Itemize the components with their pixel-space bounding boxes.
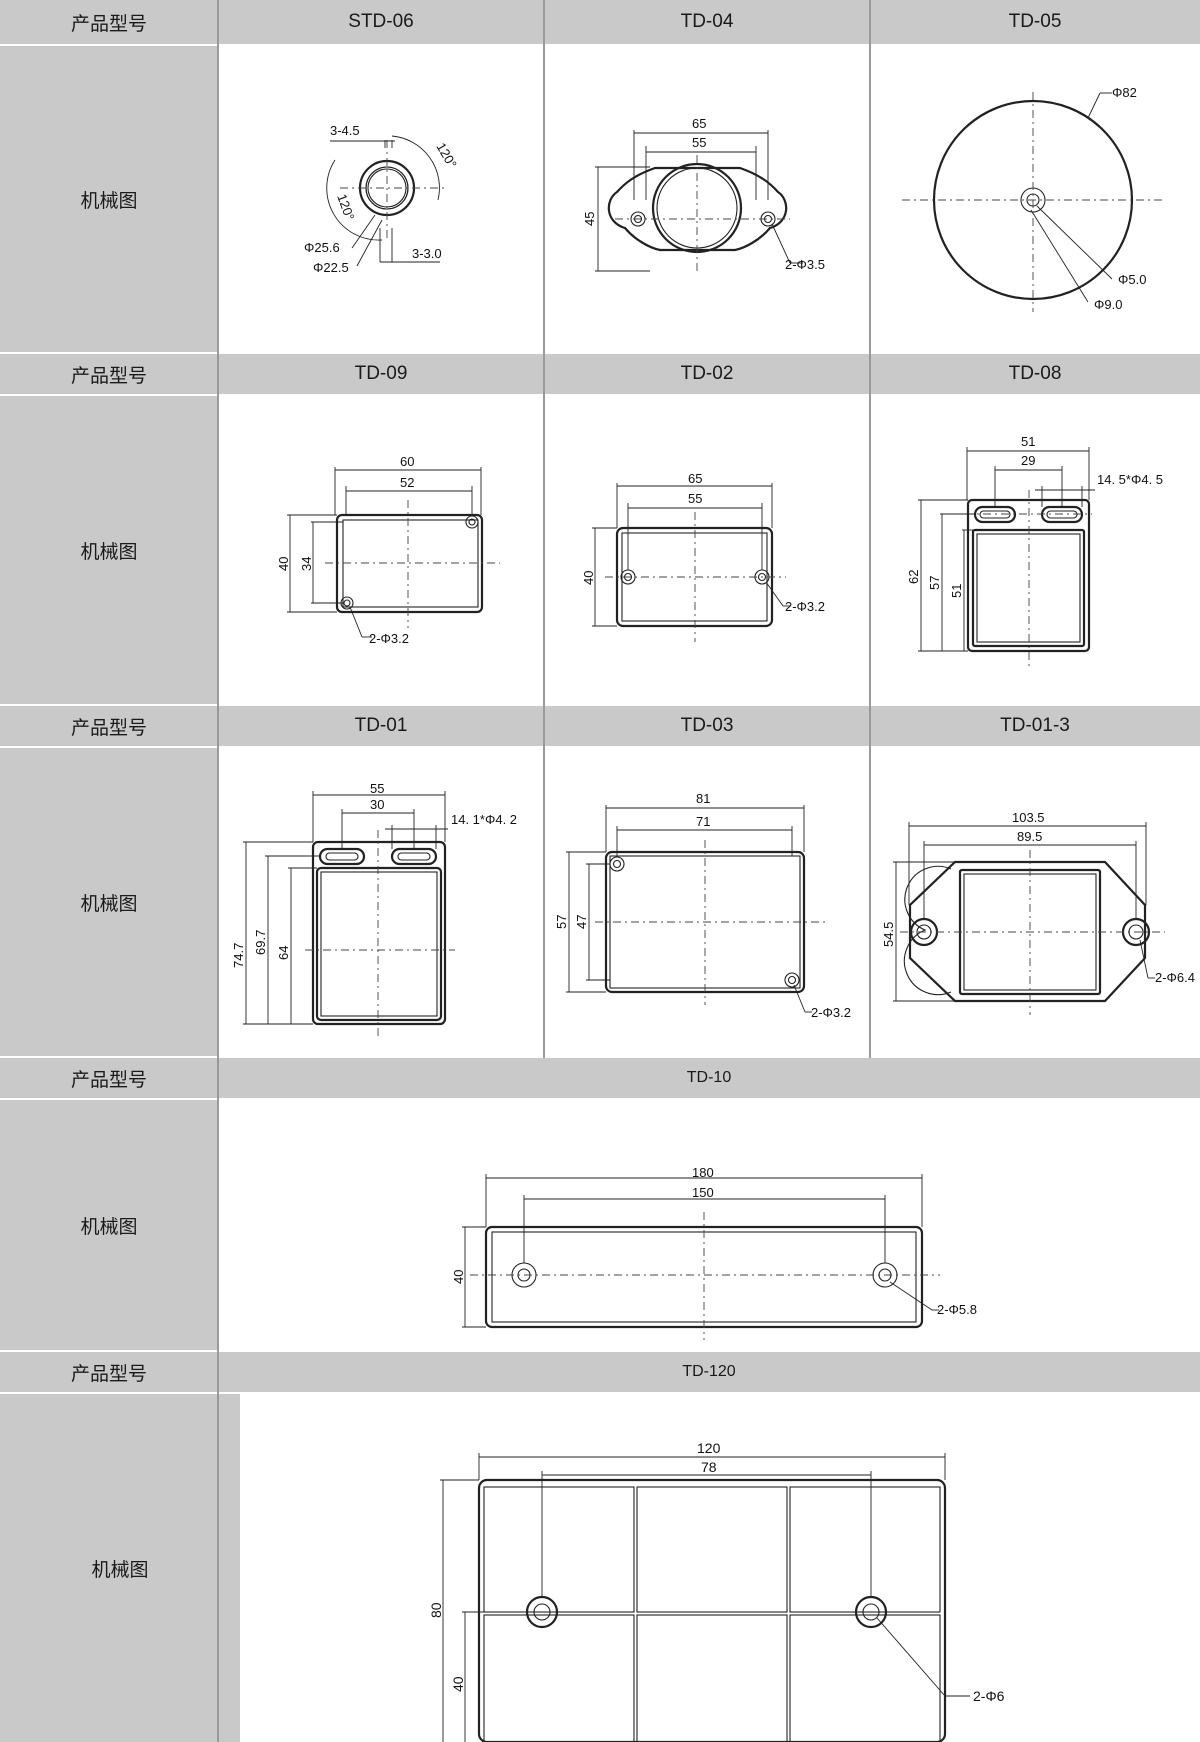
model-label: 产品型号: [70, 1069, 147, 1091]
drawing-td-01-3: 103.5 89.5 54.5 2-Φ6.4: [881, 810, 1195, 1015]
dim-label: 65: [692, 116, 706, 131]
dim-label: 120: [697, 1440, 721, 1456]
model-name: TD-01: [354, 715, 408, 736]
drawing-label: 机械图: [0, 748, 218, 1056]
drawing-td-04: 65 55 45 2-Φ3.5: [582, 116, 825, 272]
model-label: 产品型号: [70, 13, 147, 35]
drawing-td-02: 65 55 40 2-Φ3.2: [581, 471, 825, 642]
dim-label: 120°: [334, 192, 357, 222]
dim-label: 51: [949, 584, 964, 598]
dim-label: 30: [370, 797, 384, 812]
dim-label: 78: [701, 1459, 717, 1475]
model-name: TD-02: [680, 363, 734, 384]
drawing-label: 机械图: [0, 1100, 218, 1350]
dim-label: 71: [696, 814, 710, 829]
dim-label: 40: [581, 571, 596, 585]
dim-label: 62: [906, 570, 921, 584]
model-name: TD-10: [686, 1069, 732, 1086]
dim-label: 55: [688, 491, 702, 506]
model-name: STD-06: [348, 11, 414, 32]
model-label: 产品型号: [70, 1363, 147, 1385]
header-row-4: [0, 1058, 1200, 1098]
drawing-label: 机械图: [0, 396, 218, 704]
drawing-td-08: 51 29 14. 5*Φ4. 5 62 57 51: [906, 434, 1163, 668]
model-name: TD-08: [1008, 363, 1062, 384]
dim-label: 64: [276, 946, 291, 960]
dim-label: 2-Φ5.8: [937, 1302, 977, 1317]
dim-label: 2-Φ6: [973, 1688, 1005, 1704]
dim-label: 57: [927, 576, 942, 590]
header-row-3: [0, 706, 1200, 746]
dim-label: 180: [692, 1165, 714, 1180]
model-name: TD-09: [354, 363, 408, 384]
dim-label: 89.5: [1017, 829, 1042, 844]
header-row-2: [0, 354, 1200, 394]
dim-label: 81: [696, 791, 710, 806]
drawing-td-120: 120 78 80 40 2-Φ6: [428, 1440, 1005, 1742]
dim-label: 40: [276, 557, 291, 571]
dim-label: 80: [428, 1602, 444, 1618]
dim-label: 57: [554, 915, 569, 929]
dim-label: 40: [450, 1676, 466, 1692]
dim-label: 51: [1021, 434, 1035, 449]
dim-label: 54.5: [881, 922, 896, 947]
dim-label: 69.7: [253, 930, 268, 955]
model-name: TD-01-3: [1000, 715, 1070, 736]
dim-label: Φ9.0: [1094, 297, 1122, 312]
model-name: TD-04: [680, 11, 734, 32]
dim-label: 14. 5*Φ4. 5: [1097, 472, 1163, 487]
dim-label: 2-Φ3.2: [785, 599, 825, 614]
dim-label: 45: [582, 212, 597, 226]
dim-label: Φ22.5: [313, 260, 349, 275]
dim-label: Φ5.0: [1118, 272, 1146, 287]
drawing-td-01: 55 30 14. 1*Φ4. 2 74.7 69.7 64: [231, 781, 517, 1040]
dim-label: 74.7: [231, 943, 246, 968]
dim-label: 103.5: [1012, 810, 1045, 825]
dim-label: 47: [574, 915, 589, 929]
model-name: TD-120: [682, 1363, 736, 1380]
dim-label: 120°: [433, 140, 459, 171]
dim-label: Φ25.6: [304, 240, 340, 255]
dim-label: 150: [692, 1185, 714, 1200]
dim-label: 2-Φ6.4: [1155, 970, 1195, 985]
dim-label: 29: [1021, 453, 1035, 468]
dim-label: 55: [692, 135, 706, 150]
model-label: 产品型号: [70, 717, 147, 739]
drawing-label: 机械图: [0, 1394, 240, 1742]
dim-label: 60: [400, 454, 414, 469]
dim-label: 40: [451, 1270, 466, 1284]
header-row-5: [0, 1352, 1200, 1392]
dim-label: 52: [400, 475, 414, 490]
dim-label: 2-Φ3.2: [811, 1005, 851, 1020]
dim-label: 65: [688, 471, 702, 486]
dim-label: 34: [299, 557, 314, 571]
dim-label: 2-Φ3.2: [369, 631, 409, 646]
dim-label: 3-3.0: [412, 246, 442, 261]
model-name: TD-05: [1008, 11, 1062, 32]
dim-label: 3-4.5: [330, 123, 360, 138]
dim-label: 2-Φ3.5: [785, 257, 825, 272]
dim-label: 55: [370, 781, 384, 796]
drawing-td-09: 60 52 40 34 2-Φ3.2: [276, 454, 500, 646]
drawing-td-05: Φ82 Φ5.0 Φ9.0: [902, 85, 1165, 312]
dim-label: 14. 1*Φ4. 2: [451, 812, 517, 827]
drawing-label: 机械图: [0, 46, 218, 352]
header-row-1: [0, 0, 1200, 44]
dim-label: Φ82: [1112, 85, 1137, 100]
drawing-td-03: 81 71 57 47 2-Φ3.2: [554, 791, 851, 1020]
model-name: TD-03: [680, 715, 734, 736]
model-label: 产品型号: [70, 365, 147, 387]
drawing-std-06: 3-4.5 120° 120° Φ25.6 Φ22.5 3-3.0: [304, 123, 460, 275]
drawing-td-10: 180 150 40 2-Φ5.8: [451, 1165, 977, 1340]
